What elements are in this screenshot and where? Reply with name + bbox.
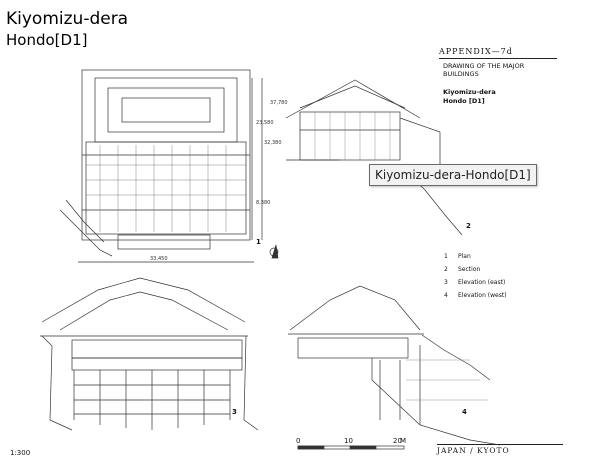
east-elevation-drawing [40,277,259,431]
footer-location: JAPAN / KYOTO [437,446,510,455]
appendix-label: APPENDIX—7d [439,47,513,56]
scale-tick-20: 20 [393,437,402,445]
scale-bar [297,445,405,450]
footer-divider [437,444,563,445]
plan-width-dimension: 33,450 [150,256,168,262]
image-tooltip: Kiyomizu-dera-Hondo[D1] [369,164,537,186]
scale-ratio: 1:300 [10,449,31,457]
page-title: Kiyomizu-dera [6,9,129,29]
west-elevation-drawing [288,285,501,446]
figure-number-section: 2 [466,222,471,230]
plan-grid [86,145,246,232]
plan-depth-dimension-2: 32,380 [264,140,282,146]
scale-unit: M [400,437,407,445]
plan-depth-dimension-1: 23,580 [256,120,274,126]
figure-number-east-elevation: 3 [232,408,237,416]
building-name-line2: Hondo [D1] [443,97,485,105]
north-arrow-icon [269,244,279,259]
appendix-subtitle: DRAWING OF THE MAJOR BUILDINGS [443,62,525,78]
page-subtitle: Hondo[D1] [6,31,88,49]
figure-number-west-elevation: 4 [462,408,467,416]
appendix-building-name: Kiyomizu-dera Hondo [D1] [443,88,496,106]
plan-depth-dimension-3: 37,780 [270,100,288,106]
floor-plan-drawing [59,69,263,263]
section-drawing [285,79,463,236]
figure-number-plan: 1 [256,238,261,246]
plan-depth-dimension-4: 8,380 [256,200,271,206]
scale-tick-0: 0 [296,437,301,445]
appendix-divider [439,58,557,59]
scale-tick-10: 10 [344,437,353,445]
building-name-line1: Kiyomizu-dera [443,88,496,96]
